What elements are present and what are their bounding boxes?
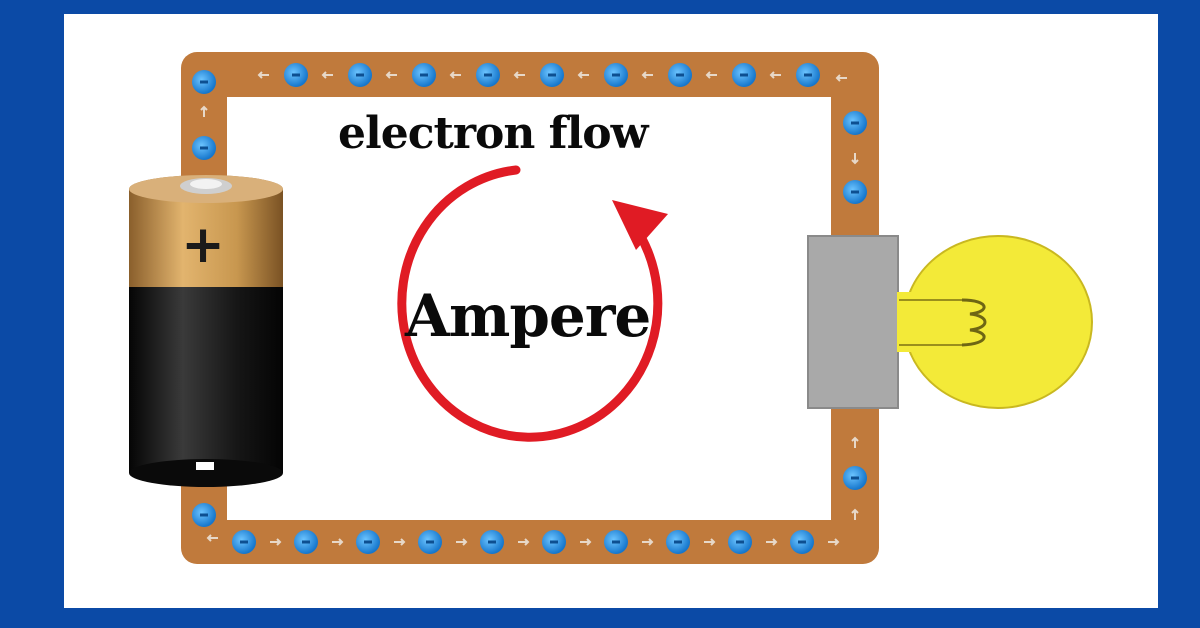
flow-arrow-mark (851, 153, 859, 165)
flow-arrow-mark (828, 538, 840, 546)
electron-charge-mark (851, 190, 859, 194)
electron-charge-mark (550, 540, 558, 544)
electron-charge-mark (200, 513, 208, 517)
electron-charge-mark (420, 73, 428, 77)
flow-arrow-mark (206, 534, 218, 542)
electron-charge-mark (426, 540, 434, 544)
flow-arrow-mark (704, 538, 716, 546)
flow-arrow-mark (321, 71, 333, 79)
bulb-socket (807, 235, 899, 409)
flow-arrow-mark (641, 71, 653, 79)
flow-arrow-mark (642, 538, 654, 546)
flow-arrow-mark (385, 71, 397, 79)
electron-charge-mark (851, 121, 859, 125)
electron-charge-mark (240, 540, 248, 544)
flow-arrow-mark (518, 538, 530, 546)
flow-arrow-mark (257, 71, 269, 79)
electron-flow-label: electron flow (338, 108, 649, 159)
flow-arrow-mark (705, 71, 717, 79)
flow-arrow-mark (580, 538, 592, 546)
light-bulb-icon (897, 235, 1093, 409)
ampere-label: Ampere (405, 282, 651, 350)
electron-charge-mark (302, 540, 310, 544)
flow-arrow-mark (270, 538, 282, 546)
electron-charge-mark (804, 73, 812, 77)
electron-charge-mark (200, 146, 208, 150)
electron-charge-mark (200, 80, 208, 84)
flow-arrow-mark (394, 538, 406, 546)
flow-arrow-mark (200, 105, 208, 117)
electron-charge-mark (488, 540, 496, 544)
electron-charge-mark (484, 73, 492, 77)
electron-charge-mark (676, 73, 684, 77)
flow-arrow-mark (513, 71, 525, 79)
battery-icon (129, 175, 283, 487)
current-direction-arrow-icon (397, 165, 668, 442)
flow-arrow-mark (851, 508, 859, 520)
electron-charge-mark (548, 73, 556, 77)
electron-charge-mark (736, 540, 744, 544)
electron-particles (192, 63, 867, 554)
flow-arrow-mark (456, 538, 468, 546)
flow-arrow-mark (835, 74, 847, 82)
battery-positive-terminal: + (181, 215, 225, 275)
electron-charge-mark (740, 73, 748, 77)
electron-charge-mark (851, 476, 859, 480)
flow-arrow-mark (332, 538, 344, 546)
electron-charge-mark (612, 540, 620, 544)
electron-charge-mark (674, 540, 682, 544)
electron-charge-mark (292, 73, 300, 77)
flow-arrow-mark (577, 71, 589, 79)
flow-arrow-mark (449, 71, 461, 79)
wire-loop (181, 52, 879, 564)
electron-charge-mark (356, 73, 364, 77)
flow-arrow-mark (769, 71, 781, 79)
electron-charge-mark (798, 540, 806, 544)
electron-charge-mark (364, 540, 372, 544)
flow-arrow-mark (851, 436, 859, 448)
flow-arrow-mark (766, 538, 778, 546)
electron-charge-mark (612, 73, 620, 77)
